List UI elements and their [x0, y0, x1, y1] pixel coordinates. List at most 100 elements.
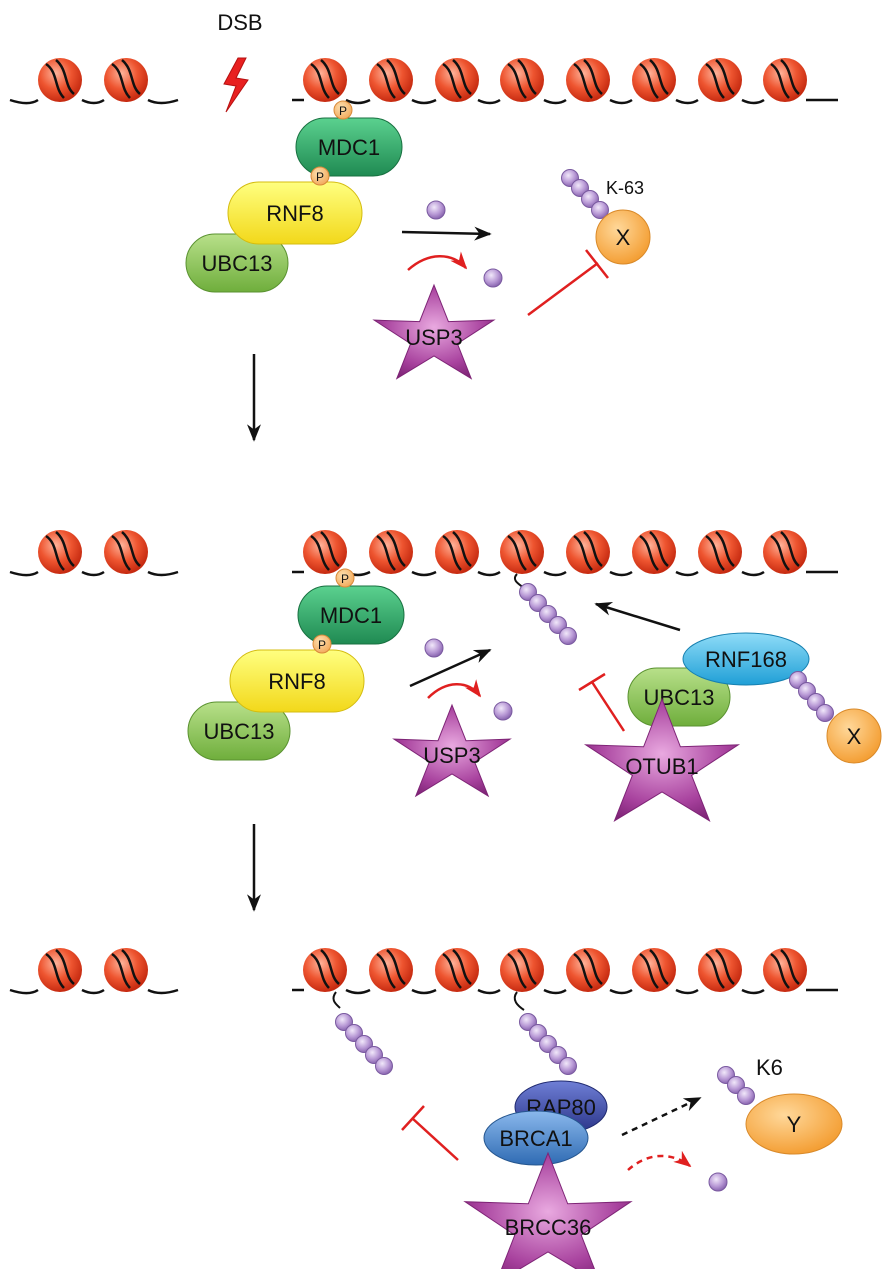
usp3-label: USP3 — [423, 743, 480, 768]
ubiquitin — [816, 704, 834, 722]
inhibition-line — [578, 672, 626, 732]
histone-ub-chain — [513, 573, 577, 645]
k63-label: K-63 — [606, 178, 644, 198]
nucleosome — [763, 58, 807, 102]
ubiquitin — [493, 701, 513, 721]
ubc13-label: UBC13 — [644, 685, 715, 710]
ubc13-label: UBC13 — [202, 251, 273, 276]
phospho-label: P — [339, 104, 347, 118]
x-protein — [595, 209, 651, 265]
inhibition-line — [401, 1105, 459, 1161]
dna-strand — [292, 570, 838, 577]
dna-strand — [292, 988, 838, 995]
nucleosome — [369, 948, 413, 992]
ubiquitin — [559, 1057, 577, 1075]
nucleosome — [632, 530, 676, 574]
nucleosome — [500, 948, 544, 992]
brca1-label: BRCA1 — [499, 1126, 572, 1151]
phospho-label: P — [318, 638, 326, 652]
ubiquitin — [559, 627, 577, 645]
nucleosome — [435, 58, 479, 102]
nucleosome — [369, 58, 413, 102]
chromatin-left — [9, 948, 179, 995]
nucleosome — [38, 948, 82, 992]
ubiquitin — [375, 1057, 393, 1075]
k6-ubiquitination-arrow — [621, 1096, 702, 1137]
nucleosome — [698, 530, 742, 574]
nucleosome — [435, 530, 479, 574]
nucleosome — [763, 948, 807, 992]
chromatin-left — [9, 58, 179, 105]
k6-deubiquitination-arrow — [627, 1150, 692, 1171]
dna-strand — [9, 988, 179, 995]
usp3-label: USP3 — [405, 325, 462, 350]
usp3-star — [392, 703, 512, 798]
brca1-a-complex: RAP80 BRCA1 BRCC36 — [463, 1080, 633, 1269]
k63-chain: K-63 X — [561, 169, 651, 265]
nucleosome — [632, 58, 676, 102]
nucleosome — [303, 948, 347, 992]
x-label: X — [616, 225, 631, 250]
deubiquitination-arrow — [407, 251, 468, 271]
dna-strand — [9, 570, 179, 577]
rnf168-complex: UBC13 RNF168 X — [627, 632, 882, 764]
chain-linker — [332, 991, 341, 1009]
rnf8-protein — [227, 181, 363, 245]
nucleosome — [763, 530, 807, 574]
nucleosome — [698, 948, 742, 992]
dna-strand — [9, 98, 179, 105]
ubc13-protein — [627, 667, 731, 727]
nucleosome — [566, 530, 610, 574]
ubiquitin — [708, 1172, 728, 1192]
rnf8-label: RNF8 — [268, 669, 325, 694]
ubiquitin — [483, 268, 503, 288]
mdc1-label: MDC1 — [318, 135, 380, 160]
phospho-site — [310, 166, 330, 186]
ubiquitination-arrow — [401, 226, 492, 241]
ubiquitin — [591, 201, 609, 219]
nucleosome — [435, 948, 479, 992]
dsb-lightning-icon — [223, 57, 249, 113]
ubc13-label: UBC13 — [204, 719, 275, 744]
phospho-site — [312, 634, 332, 654]
rnf8-label: RNF8 — [266, 201, 323, 226]
brcc36-label: BRCC36 — [505, 1215, 592, 1240]
deubiquitination-arrow — [427, 679, 482, 699]
rnf8-protein — [229, 649, 365, 713]
nucleosome — [303, 530, 347, 574]
chromatin-right — [292, 58, 838, 105]
nucleosome — [38, 58, 82, 102]
phospho-label: P — [316, 170, 324, 184]
protein-complex: P P MDC1 RNF8 UBC13 — [187, 568, 405, 761]
panel-3: RAP80 BRCA1 BRCC36 K6 Y — [9, 948, 843, 1269]
chromatin-left — [9, 530, 179, 577]
dna-strand — [292, 98, 838, 105]
nucleosome — [632, 948, 676, 992]
k6-label: K6 — [756, 1055, 783, 1080]
y-protein — [745, 1093, 843, 1155]
ubiquitin — [426, 200, 446, 220]
panel-2: P P MDC1 RNF8 UBC13 USP3 UBC13 RNF168 X … — [9, 530, 882, 822]
nucleosome — [369, 530, 413, 574]
x-label: X — [847, 724, 862, 749]
otub1-star — [583, 697, 741, 822]
mdc1-protein — [295, 117, 403, 177]
rnf168-label: RNF168 — [705, 647, 787, 672]
chromatin-right — [292, 948, 838, 995]
chain-linker — [513, 991, 525, 1011]
mdc1-label: MDC1 — [320, 603, 382, 628]
nucleosome — [104, 530, 148, 574]
brcc36-star — [463, 1151, 633, 1269]
ubiquitination-arrow — [409, 648, 492, 688]
histone-ub-chain — [513, 991, 577, 1075]
nucleosome — [104, 58, 148, 102]
nucleosome — [303, 58, 347, 102]
x-protein — [826, 708, 882, 764]
k6-chain: K6 Y — [717, 1055, 843, 1155]
ubiquitination-arrow — [594, 601, 681, 632]
nucleosome — [104, 948, 148, 992]
protein-complex: P P MDC1 RNF8 UBC13 — [185, 100, 403, 293]
mdc1-protein — [297, 585, 405, 645]
phospho-label: P — [341, 572, 349, 586]
